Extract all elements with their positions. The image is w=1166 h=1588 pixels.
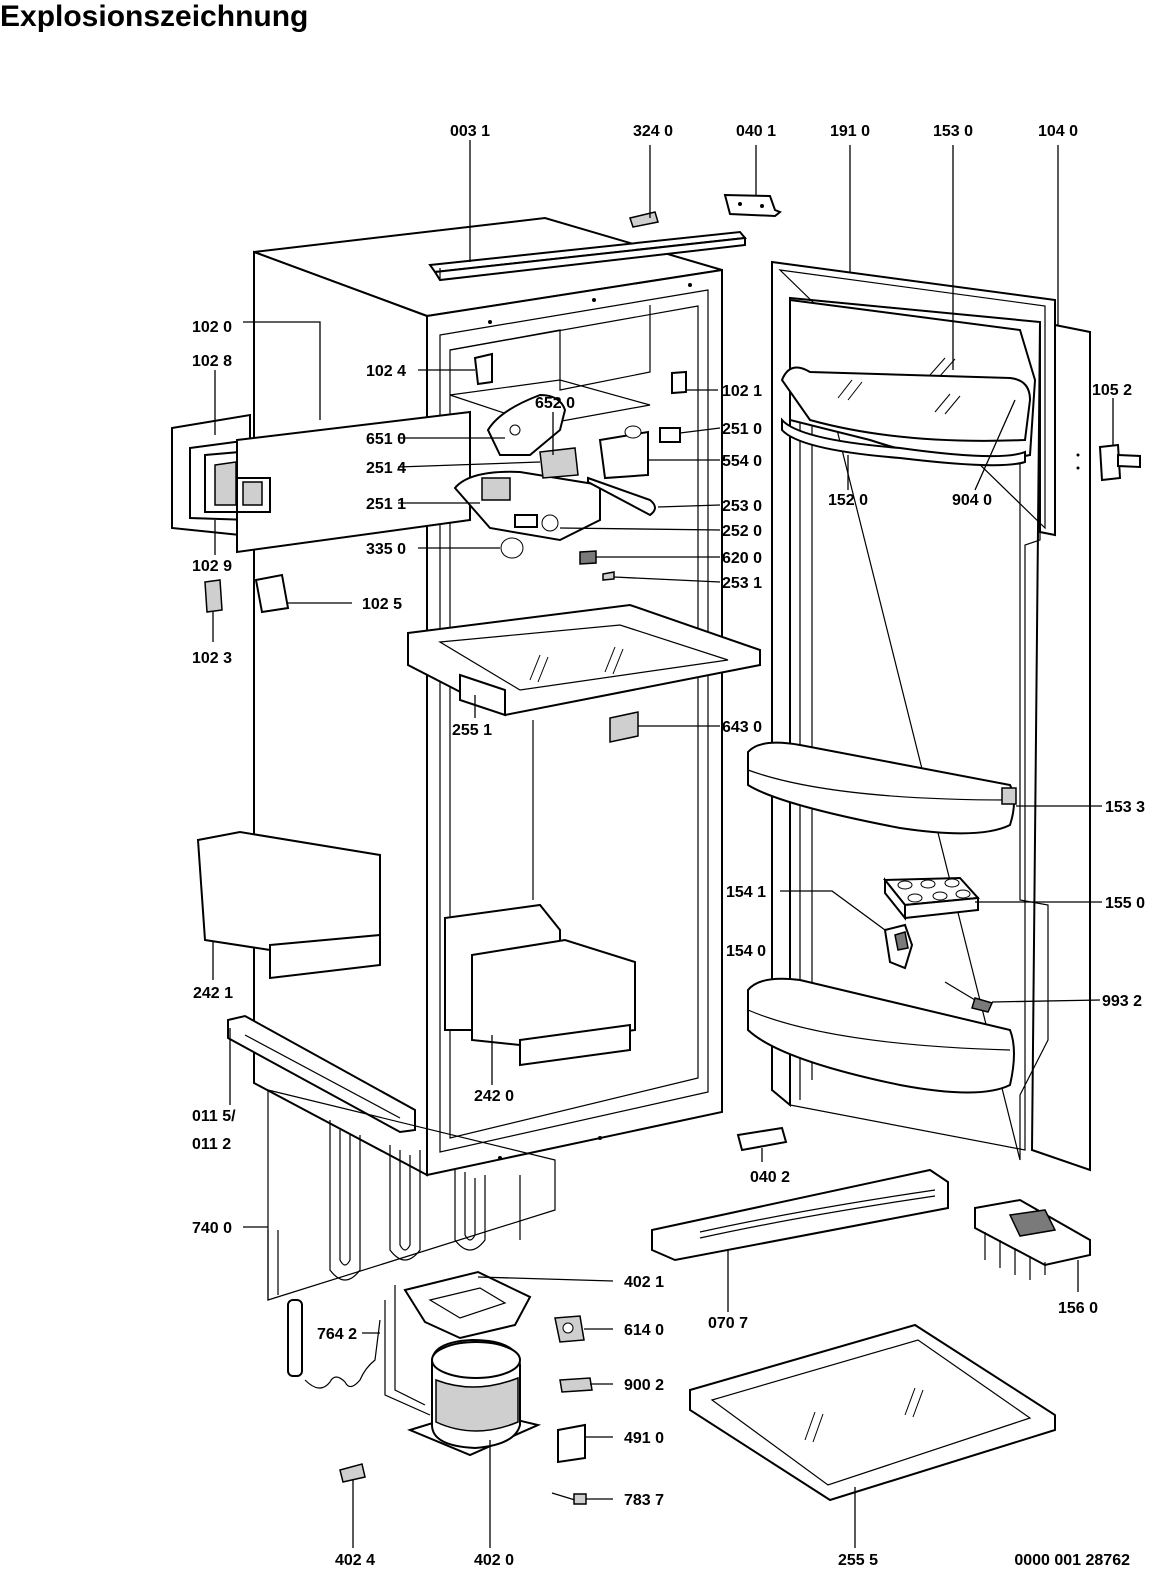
label-764-2: 764 2 [317, 1326, 357, 1343]
leader-lines [212, 140, 1114, 1548]
label-104-0: 104 0 [1038, 123, 1078, 140]
hinge-bracket-top [723, 193, 782, 218]
label-253-0: 253 0 [722, 498, 762, 515]
cover-102-4 [473, 352, 493, 386]
cover-102-5 [254, 573, 290, 614]
label-102-9: 102 9 [192, 558, 232, 575]
hinge-bracket-bottom [736, 1126, 788, 1152]
label-070-7: 070 7 [708, 1315, 748, 1332]
label-251-0: 251 0 [722, 421, 762, 438]
glass-shelf-lower [689, 1323, 1056, 1502]
label-614-0: 614 0 [624, 1322, 664, 1339]
label-652-0: 652 0 [535, 395, 575, 412]
door-compartment-middle [747, 741, 1017, 835]
label-242-0: 242 0 [474, 1088, 514, 1105]
label-003-1: 003 1 [450, 123, 490, 140]
door-compartment-bottom [747, 977, 1015, 1094]
label-040-2: 040 2 [750, 1169, 790, 1186]
label-040-1: 040 1 [736, 123, 776, 140]
bottle-holder [883, 923, 914, 970]
ice-tray [974, 1198, 1091, 1280]
label-154-1: 154 1 [726, 884, 766, 901]
label-156-0: 156 0 [1058, 1300, 1098, 1317]
clip-324 [629, 211, 659, 228]
drawer-242-0 [444, 903, 636, 1067]
part-643-0 [609, 711, 639, 743]
label-783-7: 783 7 [624, 1492, 664, 1509]
label-251-1: 251 1 [366, 496, 406, 513]
label-620-0: 620 0 [722, 550, 762, 567]
label-643-0: 643 0 [722, 719, 762, 736]
egg-tray [882, 876, 981, 921]
label-153-3: 153 3 [1105, 799, 1145, 816]
label-253-1: 253 1 [722, 575, 762, 592]
label-904-0: 904 0 [952, 492, 992, 509]
label-153-0: 153 0 [933, 123, 973, 140]
label-402-1: 402 1 [624, 1274, 664, 1291]
page-title: Explosionszeichnung [0, 0, 309, 33]
label-102-1: 102 1 [722, 383, 762, 400]
door-compartment-top [780, 298, 1037, 467]
top-rail [428, 230, 747, 282]
label-102-5: 102 5 [362, 596, 402, 613]
label-251-4: 251 4 [366, 460, 406, 477]
label-740-0: 740 0 [192, 1220, 232, 1237]
label-255-5: 255 5 [838, 1552, 878, 1569]
cross-member [651, 1168, 949, 1262]
control-unit [453, 393, 681, 581]
label-554-0: 554 0 [722, 453, 762, 470]
label-011-5: 011 5/ [192, 1108, 236, 1125]
hinge-105-2 [1076, 443, 1141, 482]
label-402-4: 402 4 [335, 1552, 375, 1569]
side-panel [171, 410, 471, 554]
clip-102-3 [204, 579, 223, 613]
label-900-2: 900 2 [624, 1377, 664, 1394]
label-993-2: 993 2 [1102, 993, 1142, 1010]
cover-102-1 [671, 370, 687, 395]
label-252-0: 252 0 [722, 523, 762, 540]
drawing-number: 0000 001 28762 [1014, 1552, 1130, 1569]
glass-shelf-upper [407, 603, 761, 717]
label-105-2: 105 2 [1092, 382, 1132, 399]
part-783-7 [551, 1492, 587, 1505]
compressor-bracket [403, 1270, 532, 1340]
label-102-3: 102 3 [192, 650, 232, 667]
label-154-0: 154 0 [726, 943, 766, 960]
cover-491-0 [557, 1423, 586, 1464]
label-191-0: 191 0 [830, 123, 870, 140]
label-102-8: 102 8 [192, 353, 232, 370]
label-102-4: 102 4 [366, 363, 406, 380]
label-011-2: 011 2 [192, 1136, 231, 1153]
part-labels: 003 1 324 0 040 1 191 0 153 0 104 0 102 … [192, 123, 1145, 1569]
part-900-2 [559, 1377, 593, 1393]
label-324-0: 324 0 [633, 123, 673, 140]
label-242-1: 242 1 [193, 985, 233, 1002]
label-491-0: 491 0 [624, 1430, 664, 1447]
label-402-0: 402 0 [474, 1552, 514, 1569]
part-402-4 [339, 1463, 366, 1483]
label-255-1: 255 1 [452, 722, 492, 739]
relay-614-0 [554, 1315, 585, 1343]
label-651-0: 651 0 [366, 431, 406, 448]
compressor [384, 1285, 542, 1457]
label-335-0: 335 0 [366, 541, 406, 558]
label-155-0: 155 0 [1105, 895, 1145, 912]
filter-drier [287, 1299, 381, 1389]
condenser [267, 1089, 556, 1301]
label-102-0: 102 0 [192, 319, 232, 336]
label-152-0: 152 0 [828, 492, 868, 509]
bottom-rail [227, 1014, 416, 1134]
part-993-2 [944, 981, 994, 1013]
drawer-242-1 [196, 830, 381, 980]
